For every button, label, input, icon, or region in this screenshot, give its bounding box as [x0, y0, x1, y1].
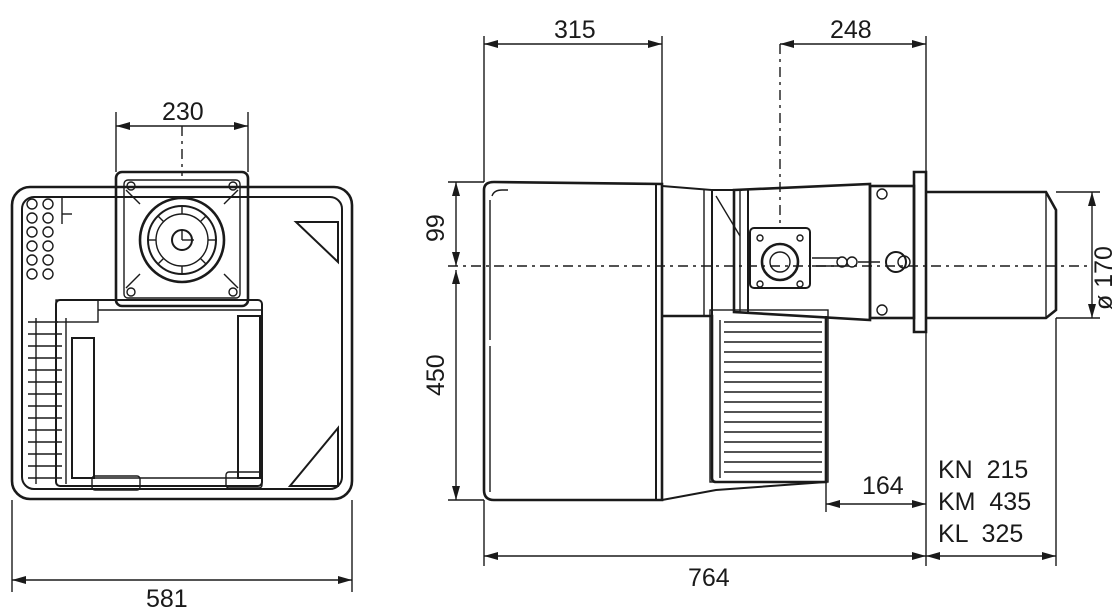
side-motor	[662, 314, 828, 484]
side-view: 315 248 99 450	[422, 16, 1112, 592]
front-nozzle-ring	[138, 196, 226, 284]
dim-248-group: 248	[780, 16, 927, 172]
dim-450: 450	[422, 354, 450, 396]
front-top-dimension: 230	[115, 98, 249, 172]
dim-164-group: 164	[825, 472, 926, 512]
front-inner-panel	[55, 299, 263, 487]
dim-764-group: 764	[483, 500, 926, 592]
dim-248: 248	[830, 16, 872, 44]
dim-581: 581	[146, 585, 188, 607]
front-width-dimension: 581	[11, 500, 353, 607]
tube-length-kn: KN 215	[938, 456, 1028, 484]
dim-99-group: 99	[422, 181, 484, 266]
dim-450-group: 450	[422, 270, 484, 501]
side-cooling-fins	[719, 320, 822, 478]
dim-315-group: 315	[483, 16, 663, 184]
dim-diameter-group: ø 170	[1056, 191, 1112, 319]
front-cooling-fins	[28, 318, 67, 484]
tube-length-km: KM 435	[938, 488, 1031, 516]
dim-164: 164	[862, 472, 904, 500]
side-housing	[482, 180, 664, 502]
front-housing-outer	[10, 185, 354, 501]
vent-holes	[26, 198, 72, 280]
side-blast-tube	[926, 190, 1058, 320]
front-housing-inner	[21, 196, 343, 490]
front-view: 230 581	[10, 98, 354, 607]
tube-length-kl: KL 325	[938, 520, 1023, 548]
dim-99: 99	[422, 214, 450, 242]
dim-315: 315	[554, 16, 596, 44]
dim-diameter: ø 170	[1090, 246, 1112, 310]
side-head	[732, 182, 872, 322]
dim-764: 764	[688, 564, 730, 592]
dim-230: 230	[162, 98, 204, 126]
